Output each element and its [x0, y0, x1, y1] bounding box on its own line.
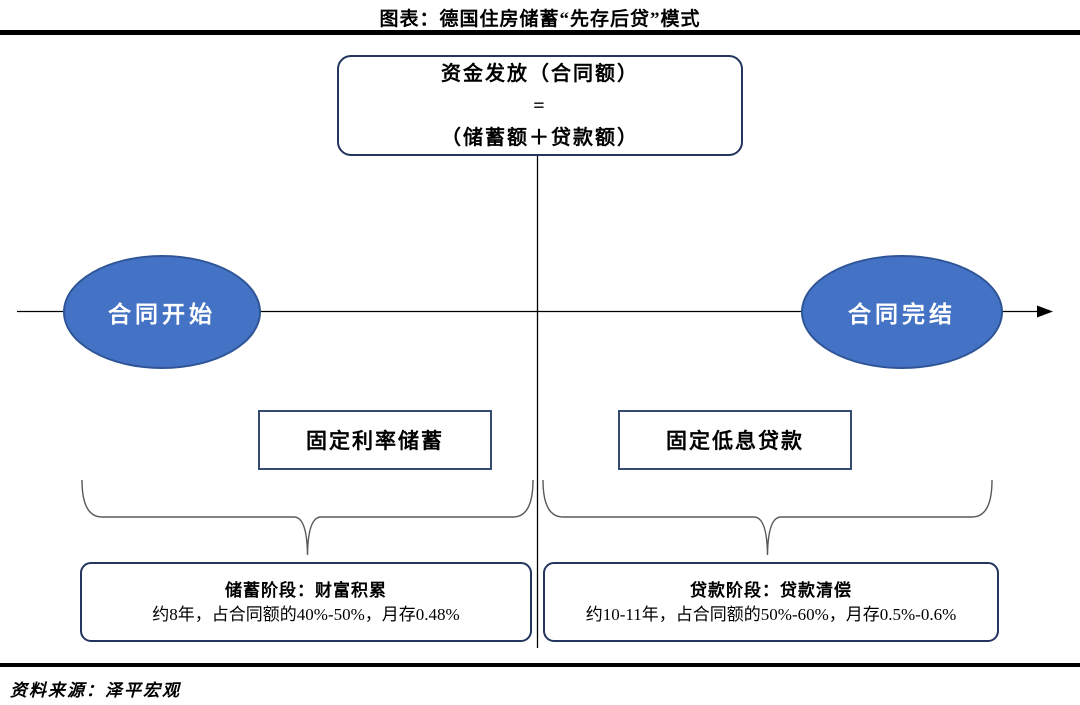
savings-phase-box: 储蓄阶段：财富积累 约8年，占合同额的40%-50%，月存0.48% — [80, 562, 532, 642]
top-divider-rule — [0, 30, 1080, 35]
fixed-low-interest-loan-label: 固定低息贷款 — [666, 429, 804, 453]
loan-phase-box: 贷款阶段：贷款清偿 约10-11年，占合同额的50%-60%，月存0.5%-0.… — [543, 562, 999, 642]
left-brace — [81, 479, 534, 556]
contract-start-label: 合同开始 — [108, 302, 216, 327]
bottom-divider-rule — [0, 663, 1080, 667]
contract-end-node: 合同完结 — [801, 255, 1003, 369]
contract-start-node: 合同开始 — [63, 255, 261, 369]
loan-phase-detail: 约10-11年，占合同额的50%-60%，月存0.5%-0.6% — [585, 604, 957, 624]
funds-box-line3: （储蓄额＋贷款额） — [441, 126, 639, 149]
funds-box-line1: 资金发放（合同额） — [441, 62, 639, 85]
chart-title: 图表：德国住房储蓄“先存后贷”模式 — [379, 9, 701, 30]
contract-end-label: 合同完结 — [848, 302, 956, 327]
savings-phase-detail: 约8年，占合同额的40%-50%，月存0.48% — [152, 604, 460, 624]
funds-box-equals: = — [533, 94, 547, 117]
right-brace — [542, 479, 993, 556]
source-note: 资料来源：泽平宏观 — [10, 681, 181, 700]
fixed-rate-savings-box: 固定利率储蓄 — [258, 410, 492, 470]
savings-phase-title: 储蓄阶段：财富积累 — [225, 580, 387, 600]
loan-phase-title: 贷款阶段：贷款清偿 — [690, 580, 852, 600]
fixed-low-interest-loan-box: 固定低息贷款 — [618, 410, 852, 470]
arrow-right-icon — [1037, 305, 1053, 318]
fixed-rate-savings-label: 固定利率储蓄 — [306, 429, 444, 453]
funds-disbursement-box: 资金发放（合同额） = （储蓄额＋贷款额） — [337, 55, 743, 156]
